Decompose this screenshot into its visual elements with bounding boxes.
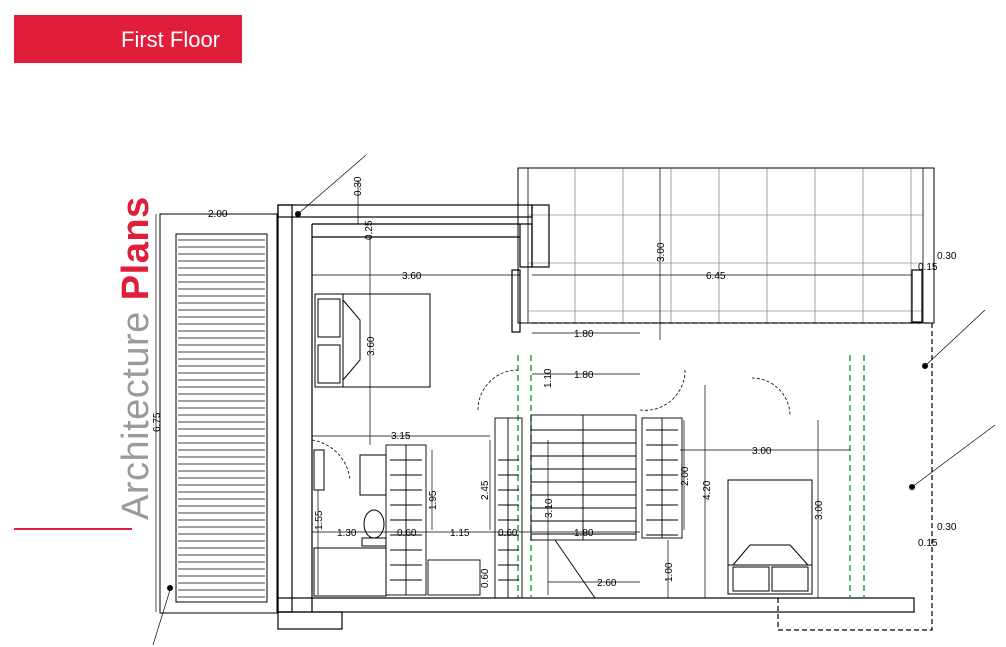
dim-3-15: 3.15	[391, 431, 411, 442]
dim-4-20: 4.20	[702, 480, 713, 500]
dim-1-95: 1.95	[428, 490, 439, 510]
dim-0-15-b: 0.15	[918, 538, 938, 549]
dimension-lines	[152, 154, 996, 646]
green-dashed-walls	[517, 355, 865, 598]
dim-6-45: 6.45	[706, 271, 726, 282]
dim-1-80-c: 1.80	[574, 528, 594, 539]
dim-3-60-v: 3.60	[366, 336, 377, 356]
pergola-left	[159, 213, 278, 614]
dim-3-00-h: 3.00	[752, 446, 772, 457]
dim-0-30-b: 0.30	[937, 251, 957, 262]
balcony-outline	[532, 322, 933, 631]
dim-2-00-v: 2.00	[680, 466, 691, 486]
dim-1-10: 1.10	[543, 368, 554, 388]
exterior-walls	[277, 204, 923, 630]
terrace-grid	[517, 167, 935, 324]
dim-0-25: 0.25	[364, 220, 375, 240]
floor-banner: First Floor	[14, 15, 242, 63]
dim-0-60-a: 0.60	[397, 528, 417, 539]
dim-1-00: 1.00	[664, 562, 675, 582]
dim-1-80-b: 1.80	[574, 370, 594, 381]
dim-3-60-h: 3.60	[402, 271, 422, 282]
dim-0-60-b: 0.60	[498, 528, 518, 539]
floor-label: First Floor	[121, 27, 220, 52]
dim-0-30-c: 0.30	[937, 522, 957, 533]
bathroom-fixtures	[313, 449, 387, 597]
dim-2-45: 2.45	[480, 480, 491, 500]
reference-dots	[167, 211, 928, 591]
door-swings	[311, 369, 791, 481]
dim-3-00-v: 3.00	[814, 500, 825, 520]
dim-6-75: 6.75	[152, 412, 163, 432]
dim-3-00-top: 3.00	[656, 242, 667, 262]
dim-3-10: 3.10	[544, 498, 555, 518]
bed-master	[314, 293, 431, 388]
dim-1-80-a: 1.80	[574, 329, 594, 340]
dim-0-60-c: 0.60	[480, 568, 491, 588]
dim-2-00: 2.00	[208, 209, 228, 220]
staircase	[530, 414, 637, 599]
dim-1-30: 1.30	[337, 528, 357, 539]
dim-1-55: 1.55	[314, 510, 325, 530]
bed-second	[727, 479, 813, 595]
wardrobes	[385, 417, 683, 599]
title-underline	[14, 528, 132, 530]
dimension-labels: 2.00 6.75 0.30 0.25 3.60 3.60 3.00 6.45 …	[152, 176, 957, 589]
dim-2-60: 2.60	[597, 578, 617, 589]
dim-0-30-a: 0.30	[353, 176, 364, 196]
dim-0-15-a: 0.15	[918, 262, 938, 273]
dim-1-15: 1.15	[450, 528, 470, 539]
